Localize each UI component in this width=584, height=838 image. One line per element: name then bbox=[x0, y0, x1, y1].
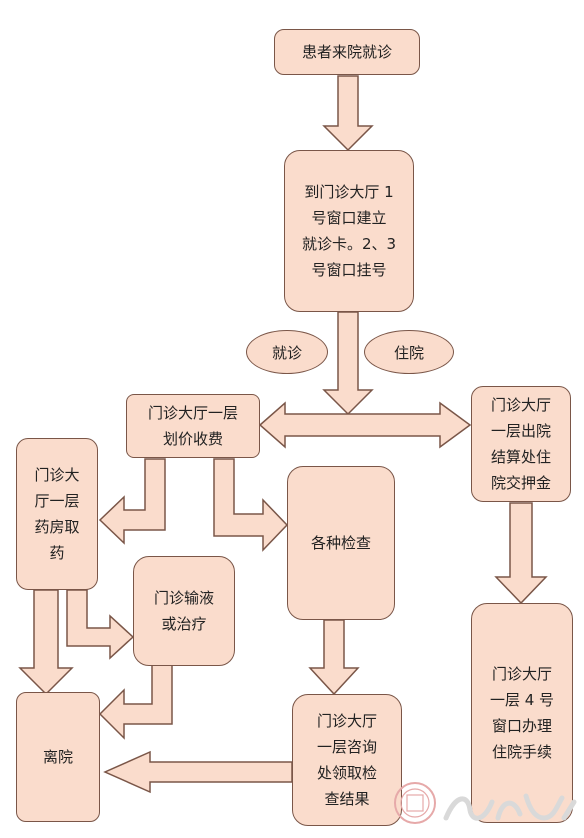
node-pricing: 门诊大厅一层 划价收费 bbox=[126, 394, 260, 458]
node-discharge-settle: 门诊大厅 一层出院 结算处住 院交押金 bbox=[471, 386, 571, 502]
watermark-seal bbox=[394, 782, 436, 824]
node-exams: 各种检查 bbox=[287, 466, 395, 620]
node-leave: 离院 bbox=[16, 692, 100, 822]
arrow-register-down bbox=[322, 311, 374, 416]
arrow-settle-to-admission bbox=[494, 502, 548, 605]
arrow-infusion-to-leave bbox=[98, 664, 173, 740]
arrow-pricing-to-exams bbox=[213, 458, 289, 552]
label-outpatient: 就诊 bbox=[246, 330, 328, 374]
arrow-pricing-settle-double bbox=[258, 401, 472, 449]
watermark-script bbox=[443, 793, 577, 821]
arrow-pharmacy-to-infusion bbox=[66, 589, 135, 660]
arrow-results-to-leave bbox=[103, 750, 293, 794]
node-infusion: 门诊输液 或治疗 bbox=[133, 556, 235, 666]
label-inpatient: 住院 bbox=[364, 330, 454, 374]
arrow-exams-to-results bbox=[308, 619, 360, 696]
node-admission: 门诊大厅 一层 4 号 窗口办理 住院手续 bbox=[471, 603, 573, 823]
node-results: 门诊大厅 一层咨询 处领取检 查结果 bbox=[292, 694, 402, 826]
node-register: 到门诊大厅 1 号窗口建立 就诊卡。2、3 号窗口挂号 bbox=[284, 150, 414, 312]
node-pharmacy: 门诊大 厅一层 药房取 药 bbox=[16, 438, 98, 590]
node-start: 患者来院就诊 bbox=[274, 29, 420, 75]
arrow-pharmacy-to-leave bbox=[18, 589, 74, 696]
arrow-start-to-register bbox=[322, 75, 374, 152]
arrow-pricing-to-pharmacy bbox=[98, 458, 166, 545]
